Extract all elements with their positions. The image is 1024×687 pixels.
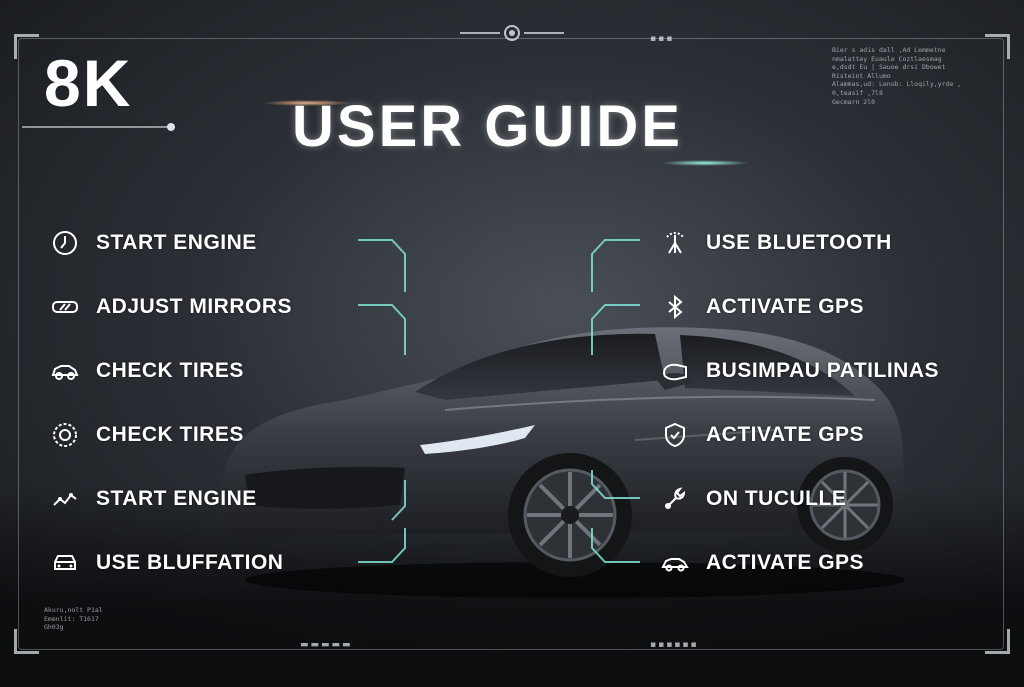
feature-label: CHECK TIRES [96, 423, 244, 446]
feature-label: BUSIMPAU PATILINAS [706, 359, 939, 382]
tire-icon [50, 420, 80, 450]
feature-item-right-1[interactable]: USE BLUETOOTH [660, 228, 892, 258]
feature-label: START ENGINE [96, 231, 257, 254]
car-side-icon [50, 356, 80, 386]
brand-underline [22, 123, 175, 131]
spec-line: e,dsdt Eu | Sauoe drsi Dbowet [832, 63, 946, 72]
feature-label: ACTIVATE GPS [706, 423, 865, 446]
mirror-icon [50, 292, 80, 322]
feature-item-right-6[interactable]: ACTIVATE GPS [660, 548, 864, 578]
deco-dots-top: ▪▪▪ [650, 34, 675, 44]
car-front-icon [50, 548, 80, 578]
corner-bracket-top-left [14, 34, 39, 59]
deco-bar-bottom: ▬▬▬▬▬ [300, 640, 353, 650]
footer-line: Gh03g [44, 623, 64, 632]
footer-line: Emenlit: T1617 [44, 614, 99, 623]
feature-item-left-1[interactable]: START ENGINE [50, 228, 257, 258]
feature-label: USE BLUFFATION [96, 551, 284, 574]
footer-line: Akuru,nolt P1al [44, 606, 103, 614]
feature-item-right-2[interactable]: ACTIVATE GPS [660, 292, 864, 322]
car-outline-icon [660, 548, 690, 578]
feature-label: ON TUCULLE [706, 487, 847, 510]
deco-dots-bottom: ▪▪▪▪▪▪ [650, 640, 699, 650]
headlight-icon [660, 356, 690, 386]
shield-icon [660, 420, 690, 450]
hud-frame [18, 38, 1004, 650]
corner-bracket-top-right [985, 34, 1010, 59]
feature-label: ADJUST MIRRORS [96, 295, 293, 318]
page-title: USER GUIDE [292, 94, 683, 159]
title-glow-left [262, 100, 352, 106]
title-glow-right [660, 160, 750, 166]
ignition-icon [50, 228, 80, 258]
spec-line: Risteint Allumo [832, 71, 891, 80]
spec-line: Alammas,ud: Lenob: Lloqily,yrde , [832, 80, 962, 89]
spec-line: nmalattey Euaule Coztlaesmag [832, 54, 942, 63]
feature-label: CHECK TIRES [96, 359, 244, 382]
feature-label: USE BLUETOOTH [706, 231, 892, 254]
brand-logo: 8K [44, 46, 133, 120]
spec-line: Gecmarn 2l0 [832, 97, 876, 106]
wrench-icon [660, 484, 690, 514]
bluetooth-icon [660, 292, 690, 322]
feature-label: START ENGINE [96, 487, 257, 510]
spec-line: 0,teasif ,7l8 [832, 88, 883, 97]
signal-icon [660, 228, 690, 258]
spec-text-block: Bier s adis dall ,Ad Lemmetne nmalattey … [832, 46, 982, 106]
top-ornament [460, 25, 564, 41]
corner-bracket-bottom-right [985, 629, 1010, 654]
corner-bracket-bottom-left [14, 629, 39, 654]
feature-item-left-5[interactable]: START ENGINE [50, 484, 257, 514]
connector-icon [50, 484, 80, 514]
feature-label: ACTIVATE GPS [706, 295, 865, 318]
feature-item-right-4[interactable]: ACTIVATE GPS [660, 420, 864, 450]
spec-line: Bier s adis dall ,Ad Lemmetne [832, 46, 946, 54]
feature-label: ACTIVATE GPS [706, 551, 865, 574]
feature-item-left-2[interactable]: ADJUST MIRRORS [50, 292, 292, 322]
feature-item-right-5[interactable]: ON TUCULLE [660, 484, 846, 514]
feature-item-left-3[interactable]: CHECK TIRES [50, 356, 244, 386]
feature-item-left-6[interactable]: USE BLUFFATION [50, 548, 283, 578]
feature-item-left-4[interactable]: CHECK TIRES [50, 420, 244, 450]
feature-item-right-3[interactable]: BUSIMPAU PATILINAS [660, 356, 939, 386]
car-illustration [221, 327, 905, 598]
footer-text-block: Akuru,nolt P1al Emenlit: T1617 Gh03g [44, 606, 103, 632]
